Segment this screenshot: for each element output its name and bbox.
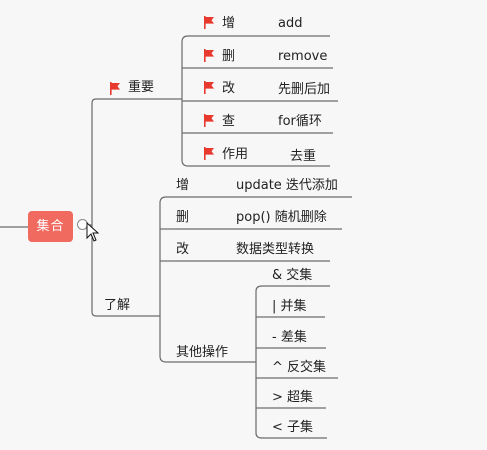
understand-item-key[interactable]: 改 bbox=[176, 242, 190, 257]
set-operation-item[interactable]: ^ 反交集 bbox=[272, 360, 327, 375]
understand-item-key[interactable]: 删 bbox=[176, 210, 190, 225]
important-item-value[interactable]: remove bbox=[278, 49, 328, 64]
important-item-key[interactable]: 改 bbox=[222, 81, 236, 96]
root-label: 集合 bbox=[36, 219, 65, 234]
set-operation-item[interactable]: | 并集 bbox=[272, 299, 307, 314]
important-item-key[interactable]: 作用 bbox=[222, 147, 249, 162]
flag-icon bbox=[110, 82, 120, 95]
important-item-value[interactable]: 先删后加 bbox=[278, 82, 331, 97]
important-item-value[interactable]: 去重 bbox=[290, 149, 317, 164]
flag-icon bbox=[204, 114, 214, 127]
mouse-cursor-icon bbox=[86, 222, 100, 242]
set-operation-item[interactable]: > 超集 bbox=[272, 390, 314, 405]
understand-item-value[interactable]: update 迭代添加 bbox=[236, 178, 338, 193]
understand-item-key[interactable]: 增 bbox=[176, 178, 190, 193]
set-operation-item[interactable]: < 子集 bbox=[272, 420, 314, 435]
flag-icon bbox=[204, 49, 214, 62]
understand-item-value[interactable]: pop() 随机删除 bbox=[236, 210, 327, 225]
flag-icon bbox=[204, 81, 214, 94]
important-item-value[interactable]: add bbox=[278, 16, 303, 31]
important-item-key[interactable]: 增 bbox=[222, 16, 236, 31]
other-operations-label[interactable]: 其他操作 bbox=[176, 345, 229, 360]
flag-icon bbox=[204, 16, 214, 29]
root-node[interactable]: 集合 bbox=[28, 211, 73, 242]
understand-item-value[interactable]: 数据类型转换 bbox=[236, 242, 315, 257]
branch-important-label[interactable]: 重要 bbox=[128, 80, 155, 95]
set-operation-item[interactable]: & 交集 bbox=[272, 268, 313, 283]
set-operation-item[interactable]: - 差集 bbox=[272, 330, 307, 345]
important-item-key[interactable]: 查 bbox=[222, 114, 236, 129]
important-item-key[interactable]: 删 bbox=[222, 49, 236, 64]
branch-understand-label[interactable]: 了解 bbox=[104, 298, 131, 313]
flag-icon bbox=[204, 147, 214, 160]
important-item-value[interactable]: for循环 bbox=[278, 114, 322, 129]
